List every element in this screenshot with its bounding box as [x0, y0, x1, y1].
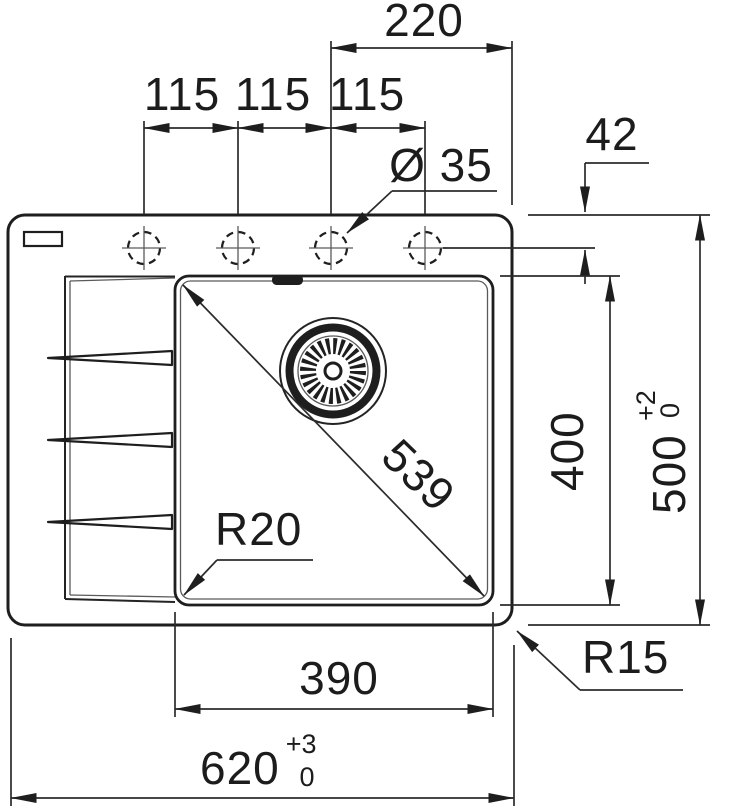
drain-strainer [279, 317, 387, 425]
dim-label-539: 539 [372, 429, 465, 522]
drainboard-groove-1 [46, 349, 174, 367]
tap-hole-3 [309, 226, 353, 270]
dim-label-115-b: 115 [235, 68, 311, 120]
tap-hole-4 [403, 226, 447, 270]
tol-620-zero: 0 [300, 762, 315, 792]
dim-label-dia35: Ø 35 [389, 139, 493, 191]
dim-label-r15: R15 [582, 631, 669, 683]
dim-label-115-c: 115 [329, 68, 405, 120]
leader-r20-arrow [183, 559, 218, 596]
basin-outline [173, 274, 495, 607]
dimension-basin-group: 539 R20 [182, 284, 485, 597]
tap-hole-1 [122, 226, 166, 270]
tol-500-zero: 0 [655, 403, 685, 418]
dim-label-400: 400 [541, 411, 593, 491]
drainboard-top-inner [69, 277, 176, 282]
dim-label-r20: R20 [215, 503, 302, 555]
drainboard-groove-3 [46, 513, 174, 531]
dimension-right-group: 400 500 +20 R15 [500, 214, 710, 691]
drainboard-groove-2 [46, 431, 174, 449]
dim-label-220: 220 [384, 0, 464, 46]
tap-hole-2 [216, 226, 260, 270]
drainboard-bottom-inner [69, 594, 176, 598]
dimension-top-group: 220 115 115 115 Ø 35 42 [143, 0, 710, 284]
drainboard [46, 275, 176, 603]
dim-label-115-a: 115 [144, 68, 220, 120]
basin-inner-line [179, 280, 489, 600]
dim-line-539-diagonal [182, 284, 485, 597]
drainboard-bottom-edge [64, 598, 176, 603]
overflow-notch [272, 275, 303, 285]
dim-label-390: 390 [299, 652, 379, 704]
leader-dia35-arrow [346, 190, 393, 234]
dim-620-value: 620 [200, 742, 280, 794]
tol-500-plus: +2 [631, 390, 661, 421]
dim-500-value: 500 [643, 434, 695, 514]
dim-label-42: 42 [585, 108, 638, 160]
sink-outline [6, 213, 514, 627]
logo-mark [22, 230, 64, 248]
sink-body [6, 213, 514, 627]
tol-620-plus: +3 [286, 729, 317, 759]
leader-r15-arrow [516, 630, 581, 691]
basin [173, 274, 495, 607]
dim-label-500: 500 +20 [631, 390, 695, 514]
drain-center-hole [323, 361, 343, 381]
